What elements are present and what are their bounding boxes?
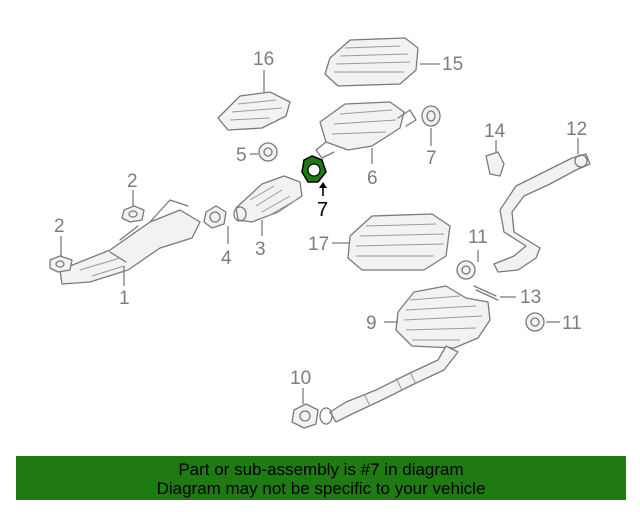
svg-text:17: 17 [308,234,329,255]
callout-1: 1 [119,266,130,309]
svg-text:7: 7 [317,199,328,221]
part-15-heat-shield[interactable] [217,91,291,131]
svg-text:11: 11 [468,227,488,248]
callout-4: 4 [221,226,232,269]
callout-9: 9 [366,313,398,334]
part-13-gasket-ring[interactable] [473,285,499,301]
svg-text:16: 16 [253,49,274,70]
callout-7: 7 [317,182,328,221]
svg-text:11: 11 [562,313,582,334]
part-17-heat-shield[interactable] [347,213,451,271]
svg-text:7: 7 [426,148,437,169]
part-8-rubber-hanger[interactable] [421,105,441,127]
part-10-gasket[interactable] [291,403,319,429]
part-1-front-pipe[interactable] [59,199,201,285]
callout-15: 16 [253,49,274,92]
callout-5: 5 [236,145,258,166]
svg-text:10: 10 [290,368,311,389]
callout-11-lower: 11 [546,313,582,334]
callout-8: 7 [426,128,437,169]
svg-text:4: 4 [221,248,232,269]
exhaust-parts-diagram: 15 16 6 7 5 7 [49,37,591,429]
part-14-bracket[interactable] [485,151,505,177]
svg-text:9: 9 [366,313,377,334]
part-3-catalytic-converter[interactable] [233,175,303,223]
part-2-gasket-upper[interactable] [121,205,145,223]
callout-12: 12 [566,119,587,154]
callout-11-upper: 11 [468,227,488,262]
part-7-gasket-highlighted[interactable] [301,155,327,183]
part-11-rubber-hanger-upper[interactable] [456,260,476,280]
part-9-main-muffler[interactable] [319,285,491,425]
callout-2-lower: 2 [54,216,65,256]
callout-6: 6 [367,148,378,189]
part-5-rubber-hanger[interactable] [258,142,278,162]
svg-text:5: 5 [236,145,247,166]
svg-text:1: 1 [119,288,130,309]
svg-text:12: 12 [566,119,587,140]
callout-13: 13 [500,287,541,308]
part-16-heat-shield[interactable] [324,37,419,87]
svg-text:15: 15 [442,54,463,75]
part-4-gasket[interactable] [203,205,227,229]
callout-17: 17 [308,234,350,255]
callout-3: 3 [255,220,266,260]
svg-text:14: 14 [484,121,506,142]
part-12-tail-pipe[interactable] [493,153,591,273]
banner-line-disclaimer: Diagram may not be specific to your vehi… [156,479,486,498]
part-2-gasket-lower[interactable] [49,255,73,273]
svg-text:6: 6 [367,168,378,189]
banner-line-part: Part or sub-assembly is #7 in diagram [178,460,464,479]
callout-14: 14 [484,121,506,152]
svg-text:2: 2 [127,171,138,192]
callout-2-upper: 2 [127,171,138,206]
part-info-banner: Part or sub-assembly is #7 in diagram Di… [16,456,626,500]
callout-10: 10 [290,368,311,404]
part-6-front-muffler[interactable] [315,101,417,159]
svg-text:13: 13 [520,287,541,308]
svg-text:3: 3 [255,239,266,260]
callout-16: 15 [420,54,463,75]
svg-text:2: 2 [54,216,65,237]
part-11-rubber-hanger-lower[interactable] [525,312,545,332]
